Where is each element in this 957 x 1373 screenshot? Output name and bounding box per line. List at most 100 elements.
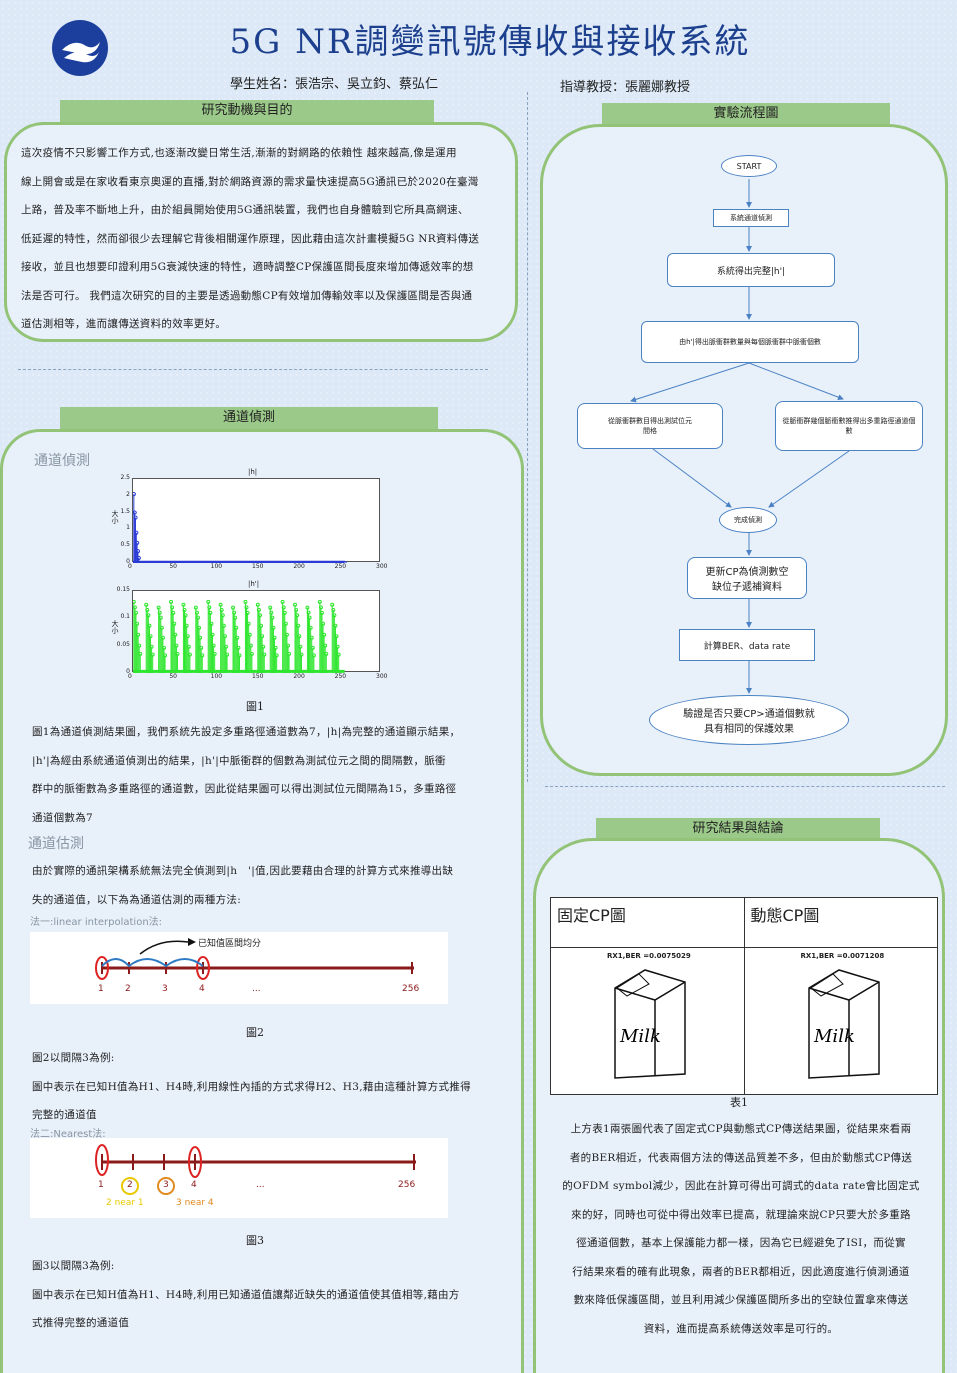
plot-hp-point xyxy=(332,613,337,618)
fig2-line: 完整的通道值 xyxy=(32,1109,97,1121)
plot-hp-point xyxy=(182,608,187,613)
plot-hp-point xyxy=(307,615,312,620)
fig2-text: 圖2以間隔3為例:圖中表示在已知H值為H1、H4時,利用線性內插的方式求得H2、… xyxy=(32,1044,502,1130)
fig1-line: 通道個數為7 xyxy=(32,811,93,824)
column-divider xyxy=(527,92,528,782)
plot-hp-point xyxy=(157,610,162,615)
plot-hp-point xyxy=(193,605,198,610)
interp-arrow-label: 已知值區間均分 xyxy=(198,939,262,949)
plot-hp-area xyxy=(132,590,380,673)
plot-hp-ytick: 0.15 xyxy=(116,586,130,593)
plot-hp-point xyxy=(209,621,214,626)
plot-hp-point xyxy=(287,651,292,656)
col-dynamic-cp: 動態CP圖 xyxy=(743,897,938,948)
motivation-line: 道估測相等，進而讓傳送資料的效率更好。 xyxy=(21,318,227,330)
plot-hp-point xyxy=(219,608,224,613)
plot-hp-point xyxy=(210,632,215,637)
fig3-caption: 圖3 xyxy=(246,1234,264,1247)
plot-hp-point xyxy=(269,610,274,615)
nearest-tick-4: 4 xyxy=(191,1180,197,1190)
plot-hp-title: |h'| xyxy=(248,580,260,588)
plot-hp-point xyxy=(208,610,213,615)
plot-h-ytick: 2.5 xyxy=(120,474,130,481)
plot-hp-point xyxy=(200,653,205,658)
plot-hp-point xyxy=(174,643,179,648)
plot-hp-point xyxy=(271,625,276,630)
plot-hp-point xyxy=(318,605,323,610)
plot-h-xtick: 0 xyxy=(128,563,132,570)
plot-h-ytick: 1.5 xyxy=(120,507,130,515)
plot-hp-xtick: 250 xyxy=(334,673,347,680)
channel-header: 通道偵測 xyxy=(60,407,438,429)
plot-h-xtick: 150 xyxy=(252,563,264,570)
motivation-line: 低延遲的特性，然而卻很少去理解它背後相關運作原理，因此藉由這次計畫模擬5G NR… xyxy=(21,232,480,245)
nearest-tick-ellipsis: ... xyxy=(256,1180,265,1190)
fig1-line: |h'|為經由系統通道偵測出的結果，|h'|中脈衝群的個數為測試位元之間的間隔數… xyxy=(32,754,446,767)
student-names: 學生姓名：張浩宗、吳立鈞、蔡弘仁 xyxy=(230,77,439,92)
plot-hp-point xyxy=(244,605,249,610)
plot-hp-point xyxy=(281,605,286,610)
plot-hp-point xyxy=(336,652,341,657)
plot-hp-point xyxy=(133,605,137,610)
motivation-text: 這次疫情不只影響工作方式,也逐漸改變日常生活,漸漸的對網路的依賴性 越來越高,像… xyxy=(7,125,515,339)
plot-hp-point xyxy=(183,613,188,618)
plot-h-ytick: 1 xyxy=(126,524,130,532)
flow-panel: START 系統通道偵測 系統得出完整|h'| 由h'|得出脈衝群數量與每個脈衝… xyxy=(540,124,948,776)
plot-h-point xyxy=(135,540,140,545)
fig2-caption: 圖2 xyxy=(246,1026,264,1039)
plot-hp-point xyxy=(334,634,339,639)
flow-step-ber: 計算BER、data rate xyxy=(679,629,815,661)
plot-hp-point xyxy=(255,602,260,607)
plot-hp-point xyxy=(206,599,211,604)
plot-hp-xtick: 50 xyxy=(169,673,177,680)
plot-hp-point xyxy=(207,605,212,610)
nearest-tick-3: 3 xyxy=(163,1180,169,1190)
flow-step-full-h: 系統得出完整|h'| xyxy=(667,253,835,287)
results-line: 行結果來看的確有此現象，兩者的BER都相近，因此適度進行偵測通道 xyxy=(572,1265,910,1278)
plot-h-xtick: 200 xyxy=(293,563,305,570)
nearest-tick-1: 1 xyxy=(98,1180,104,1190)
results-text: 上方表1兩張圖代表了固定式CP與動態式CP傳送結果圖，從結果來看兩者的BER相近… xyxy=(548,1115,934,1343)
plot-hp-point xyxy=(296,623,301,628)
plot-h-point xyxy=(136,555,141,561)
plot-h-point xyxy=(172,560,177,563)
ber-fixed: RX1,BER =0.0075029 xyxy=(607,952,691,960)
dynamic-cp-cell: RX1,BER =0.0071208 Milk xyxy=(743,947,938,1095)
plot-hp-point xyxy=(245,610,250,615)
results-header: 研究結果與結論 xyxy=(596,818,880,840)
plot-hp-point xyxy=(335,644,340,649)
plot-hp-point xyxy=(220,613,225,618)
plot-hp-ytick: 0.05 xyxy=(116,640,130,648)
interp-tick-1: 1 xyxy=(98,984,104,994)
plot-hp-point xyxy=(284,632,289,637)
plot-h-point xyxy=(296,560,301,563)
results-line: 資料，進而提高系統傳送效率是可行的。 xyxy=(643,1322,839,1335)
plot-h-point xyxy=(135,549,141,554)
interp-tick-ellipsis: ... xyxy=(252,984,261,994)
results-line: 徑通道個數，基本上保護能力都一樣，因為它已經避免了ISI，而從實 xyxy=(576,1237,906,1249)
plot-hp-point xyxy=(308,625,313,630)
plot-hp-point xyxy=(333,623,338,628)
plot-hp-ylabel: 大小 xyxy=(111,620,119,634)
plot-hp-point xyxy=(163,653,168,658)
flow-left-branch: 從脈衝群數目得出測試位元間格 xyxy=(577,403,723,449)
results-line: 數來降低保護區間，並且利用減少保護區間所多出的空缺位置拿來傳送 xyxy=(573,1294,909,1306)
plot-hp-point xyxy=(249,651,254,656)
plot-hp-point xyxy=(260,634,265,639)
plot-h-ytick: 0 xyxy=(126,558,130,565)
flow-step-pulse: 由h'|得出脈衝群數量與每個脈衝群中脈衝個數 xyxy=(641,321,859,363)
plot-h-xtick: 300 xyxy=(376,563,388,570)
flow-arrows xyxy=(630,179,850,694)
plot-hp-point xyxy=(156,605,161,610)
plot-hp-point xyxy=(172,621,177,626)
plot-hp-point xyxy=(222,634,227,639)
plot-hp-point xyxy=(273,645,278,650)
subheading-detect: 通道偵測 xyxy=(34,453,90,469)
plot-hp-point xyxy=(298,644,303,649)
fig2-line: 圖中表示在已知H值為H1、H4時,利用線性內插的方式求得H2、H3,藉由這種計算… xyxy=(32,1080,471,1093)
fixed-cp-cell: RX1,BER =0.0075029 Milk xyxy=(550,947,745,1095)
plot-hp-point xyxy=(225,652,230,657)
